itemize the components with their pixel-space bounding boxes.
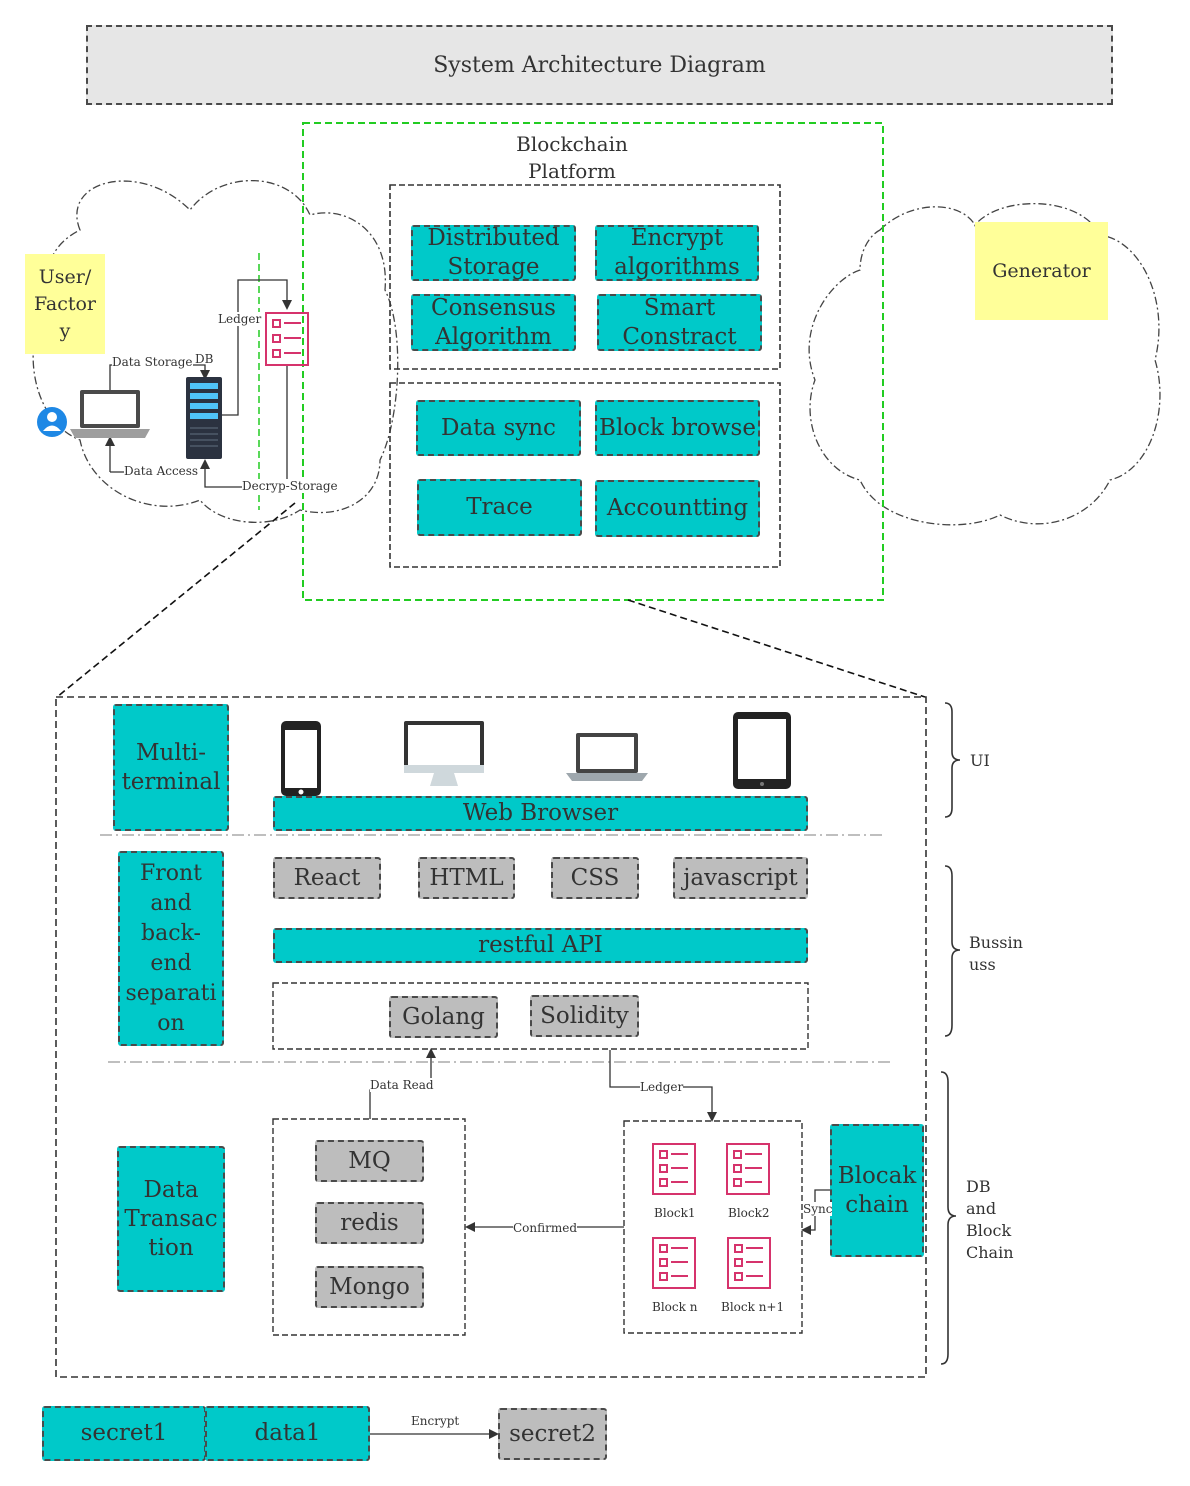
tech-solidity: Solidity [530,995,639,1037]
platform-title: Blockchain Platform [516,132,628,183]
label-data-storage: Data Storage [112,355,193,369]
title-banner: System Architecture Diagram [86,25,1113,105]
user-icon [37,407,67,437]
data-transaction-box: Data Transac tion [117,1146,225,1292]
multi-terminal-box: Multi- terminal [113,704,229,831]
service-accounting: Accountting [595,480,760,537]
label-ledger-left: Ledger [218,312,262,326]
right-cloud [808,202,1161,526]
service-block-browse: Block browse [595,400,760,456]
module-encrypt-algorithms: Encrypt algorithms [595,225,759,281]
store-mongo: Mongo [315,1266,424,1308]
label-ledger-db: Ledger [640,1080,684,1094]
block-n1-icon [727,1237,771,1289]
monitor-icon [404,721,484,786]
block-n-icon [652,1237,696,1289]
tech-css: CSS [551,857,639,899]
architecture-frame [55,696,927,1378]
ledger-icon [265,312,309,366]
block1-icon [652,1143,696,1195]
store-redis: redis [315,1202,424,1244]
page-title: System Architecture Diagram [433,52,766,78]
module-smart-contract: Smart Constract [597,294,762,351]
ui-laptop-icon [566,733,648,781]
block2-label: Block2 [728,1206,770,1220]
label-sync: Sync [803,1202,833,1216]
block-n-label: Block n [652,1300,698,1314]
store-mq: MQ [315,1140,424,1182]
module-distributed-storage: Distributed Storage [411,225,576,281]
server-icon [186,377,222,459]
tech-react: React [273,857,381,899]
tech-html: HTML [418,857,515,899]
label-db: DB [195,352,214,366]
block2-icon [726,1143,770,1195]
data1-box: data1 [205,1406,370,1461]
restful-api-bar: restful API [273,928,808,963]
left-cloud [32,179,399,523]
layer-label-db: DB and Block Chain [966,1177,1014,1262]
platform-border [302,122,884,601]
service-data-sync: Data sync [416,400,581,456]
label-decrypt-storage: Decryp-Storage [242,479,338,493]
layer-label-ui: UI [970,751,990,770]
module-consensus-algorithm: Consensus Algorithm [411,294,576,351]
user-factory-note: User/ Factor y [25,254,105,354]
web-browser-bar: Web Browser [273,796,808,831]
tech-javascript: javascript [673,857,808,899]
laptop-icon [70,390,150,438]
secret2-box: secret2 [498,1408,607,1460]
tech-golang: Golang [389,996,498,1038]
block1-label: Block1 [654,1206,696,1220]
front-back-separation-box: Front and back- end separati on [118,851,224,1046]
block-n1-label: Block n+1 [721,1300,785,1314]
blockchain-box: Blocak chain [830,1124,924,1257]
service-trace: Trace [417,479,582,536]
label-confirmed: Confirmed [513,1221,578,1235]
generator-note: Generator [975,222,1108,320]
label-data-access: Data Access [124,464,199,478]
tablet-icon [733,712,791,789]
label-encrypt: Encrypt [411,1414,460,1428]
label-data-read: Data Read [370,1078,434,1092]
secret1-box: secret1 [42,1406,206,1461]
phone-icon [281,721,321,796]
layer-label-business: Bussin uss [969,933,1023,974]
